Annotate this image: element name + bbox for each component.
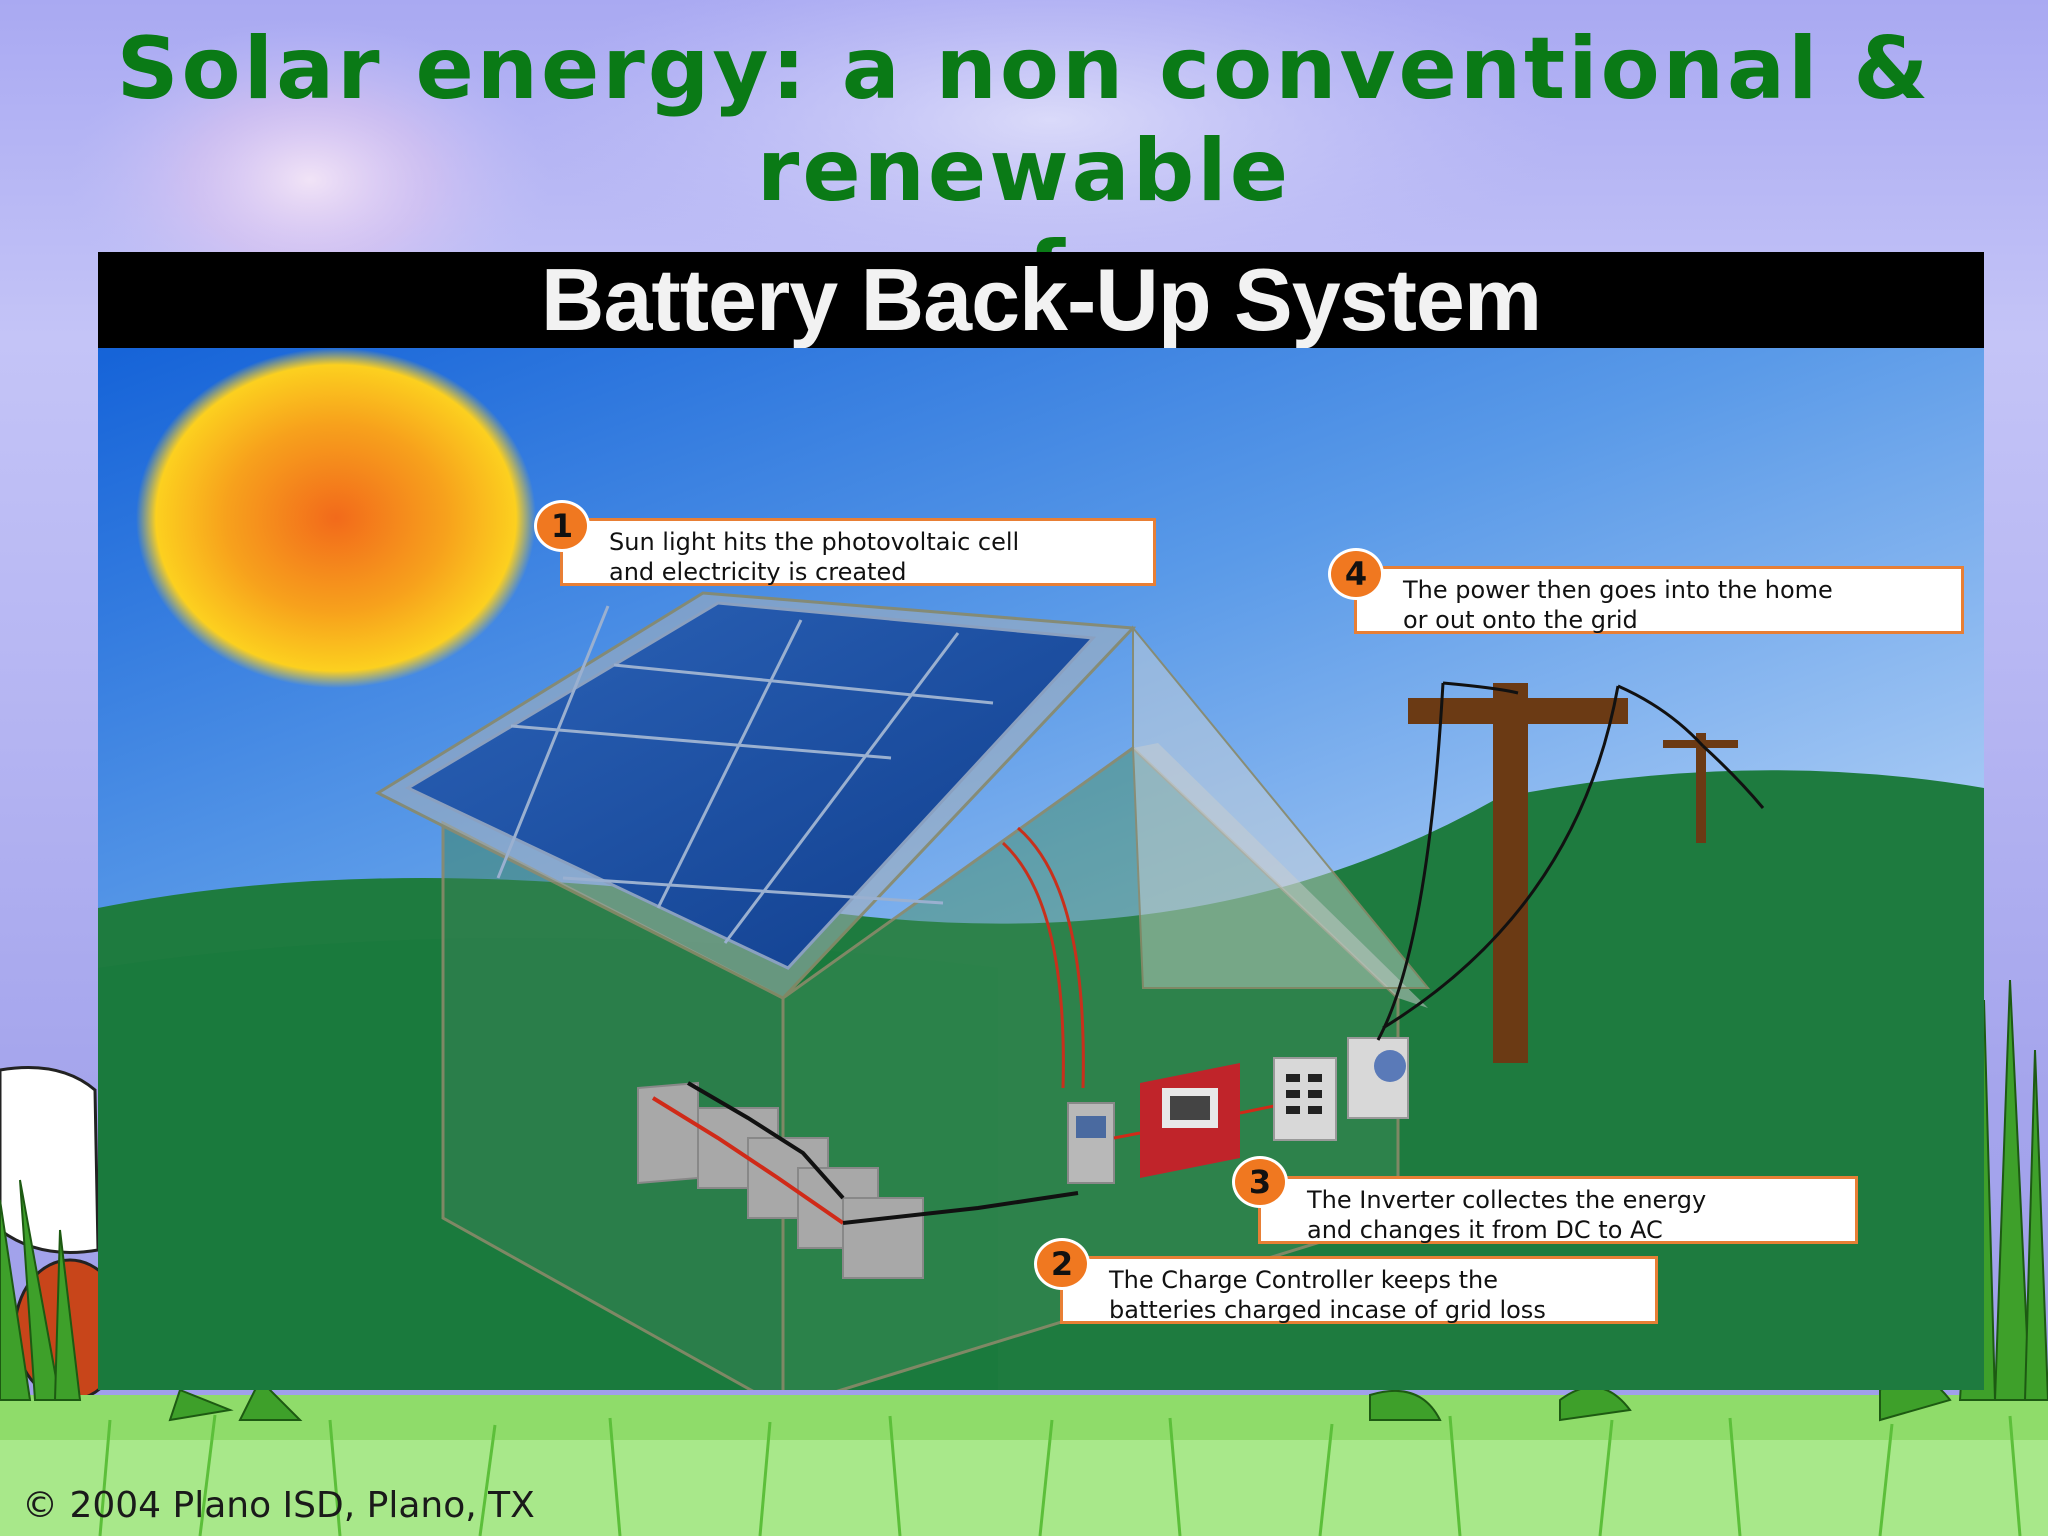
callout-3: The Inverter collectes the energy and ch… <box>1258 1176 1858 1244</box>
diagram-title: Battery Back-Up System <box>540 250 1542 349</box>
inverter <box>1140 1063 1240 1178</box>
callout-1-line-2: and electricity is created <box>609 558 907 586</box>
solar-panel <box>404 601 1097 970</box>
diagram-header-bar: Battery Back-Up System <box>98 252 1984 348</box>
callout-4-line-1: The power then goes into the home <box>1403 576 1833 604</box>
electric-meter <box>1347 1037 1409 1119</box>
callout-2-line-1: The Charge Controller keeps the <box>1109 1266 1499 1294</box>
callout-2-badge: 2 <box>1034 1238 1090 1290</box>
callout-1-line-1: Sun light hits the photovoltaic cell <box>609 528 1020 556</box>
callout-3-badge: 3 <box>1232 1156 1288 1208</box>
callout-4-badge: 4 <box>1328 548 1384 600</box>
slide-title-line-1: Solar energy: a non conventional & renew… <box>116 19 1932 221</box>
charge-controller <box>1067 1102 1115 1184</box>
copyright-notice: © 2004 Plano ISD, Plano, TX <box>22 1485 535 1526</box>
callout-3-line-1: The Inverter collectes the energy <box>1307 1186 1707 1214</box>
battery-backup-diagram: Battery Back-Up System <box>98 252 1984 1390</box>
battery-bank <box>637 1081 924 1279</box>
callout-4-line-2: or out onto the grid <box>1403 606 1638 634</box>
callout-1-badge: 1 <box>534 500 590 552</box>
sun <box>136 348 536 688</box>
callout-1: Sun light hits the photovoltaic cell and… <box>560 518 1156 586</box>
callout-4: The power then goes into the home or out… <box>1354 566 1964 634</box>
callout-2: The Charge Controller keeps the batterie… <box>1060 1256 1658 1324</box>
callout-3-line-2: and changes it from DC to AC <box>1307 1216 1663 1244</box>
callout-2-line-2: batteries charged incase of grid loss <box>1109 1296 1546 1324</box>
utility-pole <box>1408 683 1628 1063</box>
breaker-panel <box>1273 1057 1337 1141</box>
